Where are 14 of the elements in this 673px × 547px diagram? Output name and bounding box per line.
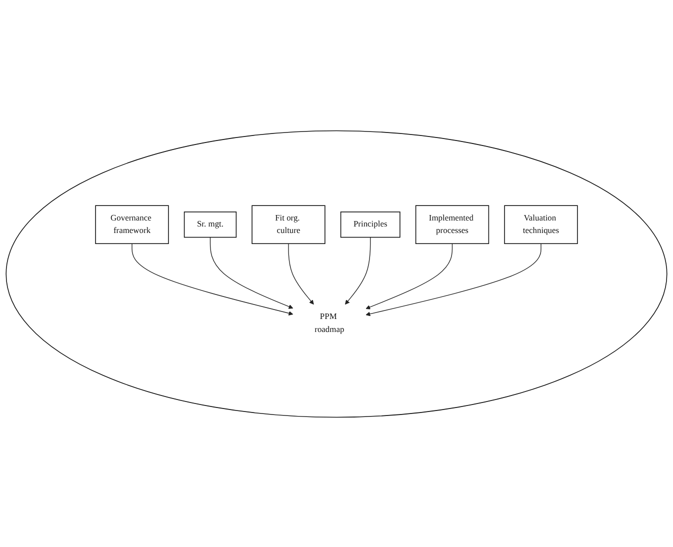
node-box: Principles xyxy=(340,211,400,238)
node-box: Sr. mgt. xyxy=(184,211,237,238)
arrow xyxy=(132,242,294,315)
node-text: PPM roadmap xyxy=(314,312,344,334)
ellipse-boundary xyxy=(6,130,668,418)
arrow xyxy=(288,242,314,304)
arrow xyxy=(210,236,294,308)
arrow xyxy=(366,242,453,309)
node-box: Fit org. culture xyxy=(252,204,326,244)
arrow xyxy=(344,236,371,304)
node-box: Valuation techniques xyxy=(504,204,578,244)
arrow xyxy=(366,242,542,316)
node-box: Implemented processes xyxy=(415,204,490,244)
node-box: Governance framework xyxy=(95,204,169,244)
